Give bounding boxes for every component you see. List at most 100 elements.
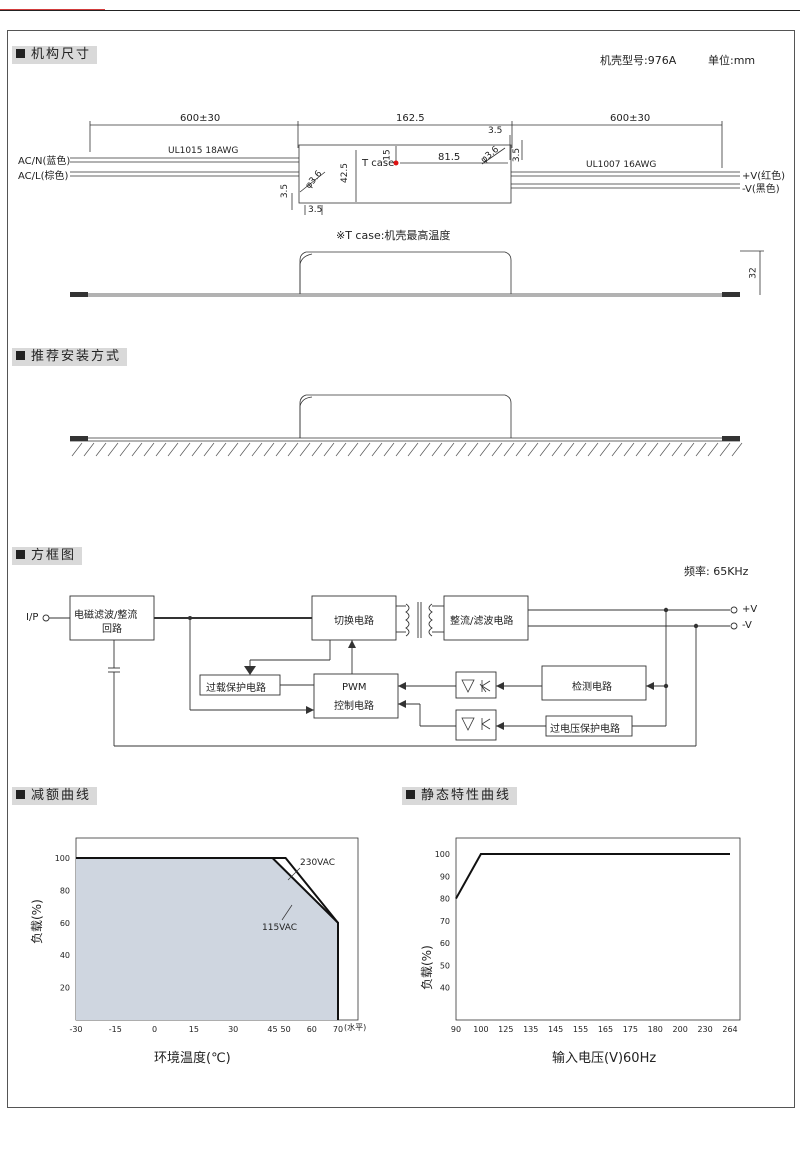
y-tick-label: 90	[440, 872, 450, 881]
case-model: 机壳型号:976A	[600, 54, 677, 67]
section-header-derating: 减额曲线	[12, 787, 98, 805]
dim-body-length: 162.5	[396, 113, 425, 124]
series-line-115VAC	[76, 857, 339, 1020]
emi-label-line1: 电磁滤波/整流	[74, 610, 138, 621]
frequency-label: 频率: 65KHz	[684, 565, 749, 578]
y-tick-label: 100	[55, 854, 70, 863]
detect-label: 检测电路	[572, 682, 612, 693]
x-tick-label: -30	[69, 1025, 82, 1034]
y-tick-label: 60	[60, 919, 70, 928]
overload-label: 过载保护电路	[206, 683, 266, 694]
dim-815: 81.5	[438, 152, 461, 163]
derating-xlabel: 环境温度(℃)	[154, 1051, 231, 1066]
section-header-dimensions: 机构尺寸	[12, 46, 98, 64]
square-bullet-icon	[16, 351, 25, 360]
unit-label: 单位:mm	[708, 54, 756, 67]
y-tick-label: 40	[440, 984, 450, 993]
x-tick-label: 165	[598, 1025, 613, 1034]
pwm-block	[313, 673, 399, 719]
y-tick-label: 40	[60, 951, 70, 960]
y-tick-label: 60	[440, 939, 450, 948]
x-tick-label: 155	[573, 1025, 588, 1034]
static-xlabel: 输入电压(V)60Hz	[552, 1051, 657, 1066]
x-tick-label: 0	[152, 1025, 157, 1034]
x-tick-label: 145	[548, 1025, 563, 1034]
wire-right-spec: UL1007 16AWG	[586, 160, 657, 170]
optocoupler-bottom	[455, 709, 497, 741]
vneg-output-label: -V	[742, 620, 752, 631]
x-tick-label: 200	[673, 1025, 688, 1034]
x-tick-label: 180	[648, 1025, 663, 1034]
derating-x-unit: (水平)	[344, 1023, 367, 1032]
switch-label: 切换电路	[334, 616, 374, 627]
y-tick-label: 80	[60, 886, 70, 895]
section-title: 减额曲线	[31, 788, 92, 803]
section-title: 方框图	[31, 548, 77, 563]
dim-right-length: 600±30	[610, 113, 651, 124]
x-tick-label: 15	[189, 1025, 199, 1034]
rectifier-block	[443, 595, 529, 641]
ground-hatching	[71, 442, 743, 457]
x-tick-label: 50	[281, 1025, 291, 1034]
section-title: 推荐安装方式	[31, 349, 122, 364]
x-tick-label: 264	[722, 1025, 737, 1034]
pwm-label-line2: 控制电路	[334, 701, 374, 712]
ovp-label: 过电压保护电路	[550, 724, 620, 735]
section-header-block-diagram: 方框图	[12, 547, 83, 565]
wire-left-spec: UL1015 18AWG	[168, 146, 239, 156]
wire-end	[70, 292, 88, 297]
square-bullet-icon	[16, 790, 25, 799]
y-tick-label: 80	[440, 895, 450, 904]
document-frame	[7, 30, 795, 1108]
x-tick-label: 135	[523, 1025, 538, 1034]
area-fill	[76, 858, 338, 1020]
x-tick-label: 175	[623, 1025, 638, 1034]
x-tick-label: 90	[451, 1025, 461, 1034]
plot-area	[455, 837, 741, 1021]
wire-end	[722, 436, 740, 441]
static-ylabel: 负载(%)	[420, 945, 434, 990]
detect-block	[541, 665, 647, 701]
x-tick-label: 230	[697, 1025, 712, 1034]
section-title: 静态特性曲线	[421, 788, 512, 803]
x-tick-label: 125	[498, 1025, 513, 1034]
x-tick-label: 45	[267, 1025, 277, 1034]
y-tick-label: 70	[440, 917, 450, 926]
y-tick-label: 20	[60, 984, 70, 993]
dim-left-length: 600±30	[180, 113, 221, 124]
series-label-115: 115VAC	[262, 923, 297, 933]
section-header-static: 静态特性曲线	[402, 787, 518, 805]
dim-35-bottom: 3.5	[308, 205, 323, 215]
top-rule	[0, 10, 800, 11]
tcase-note: ※T case:机壳最高温度	[336, 229, 451, 242]
x-tick-label: 60	[307, 1025, 317, 1034]
tcase-point-icon	[393, 160, 399, 166]
series-label-230: 230VAC	[300, 858, 335, 868]
pwm-label-line1: PWM	[342, 682, 367, 693]
vneg-label: -V(黑色)	[742, 184, 780, 195]
y-tick-label: 100	[435, 850, 450, 859]
series-line	[455, 853, 730, 900]
vpos-output-label: +V	[742, 604, 758, 615]
acn-label: AC/N(蓝色)	[18, 156, 71, 167]
acl-label: AC/L(棕色)	[18, 171, 69, 182]
optocoupler-top	[455, 671, 497, 699]
y-tick-label: 50	[440, 961, 450, 970]
vpos-label: +V(红色)	[742, 171, 786, 182]
square-bullet-icon	[16, 550, 25, 559]
section-title: 机构尺寸	[31, 47, 92, 62]
square-bullet-icon	[406, 790, 415, 799]
rectifier-label: 整流/滤波电路	[450, 616, 514, 627]
x-tick-label: -15	[109, 1025, 122, 1034]
tcase-label: T case	[362, 158, 395, 169]
section-header-mounting: 推荐安装方式	[12, 348, 128, 366]
square-bullet-icon	[16, 49, 25, 58]
wire-end	[70, 436, 88, 441]
x-tick-label: 30	[228, 1025, 238, 1034]
wire-end	[722, 292, 740, 297]
dim-35-top: 3.5	[488, 126, 503, 136]
